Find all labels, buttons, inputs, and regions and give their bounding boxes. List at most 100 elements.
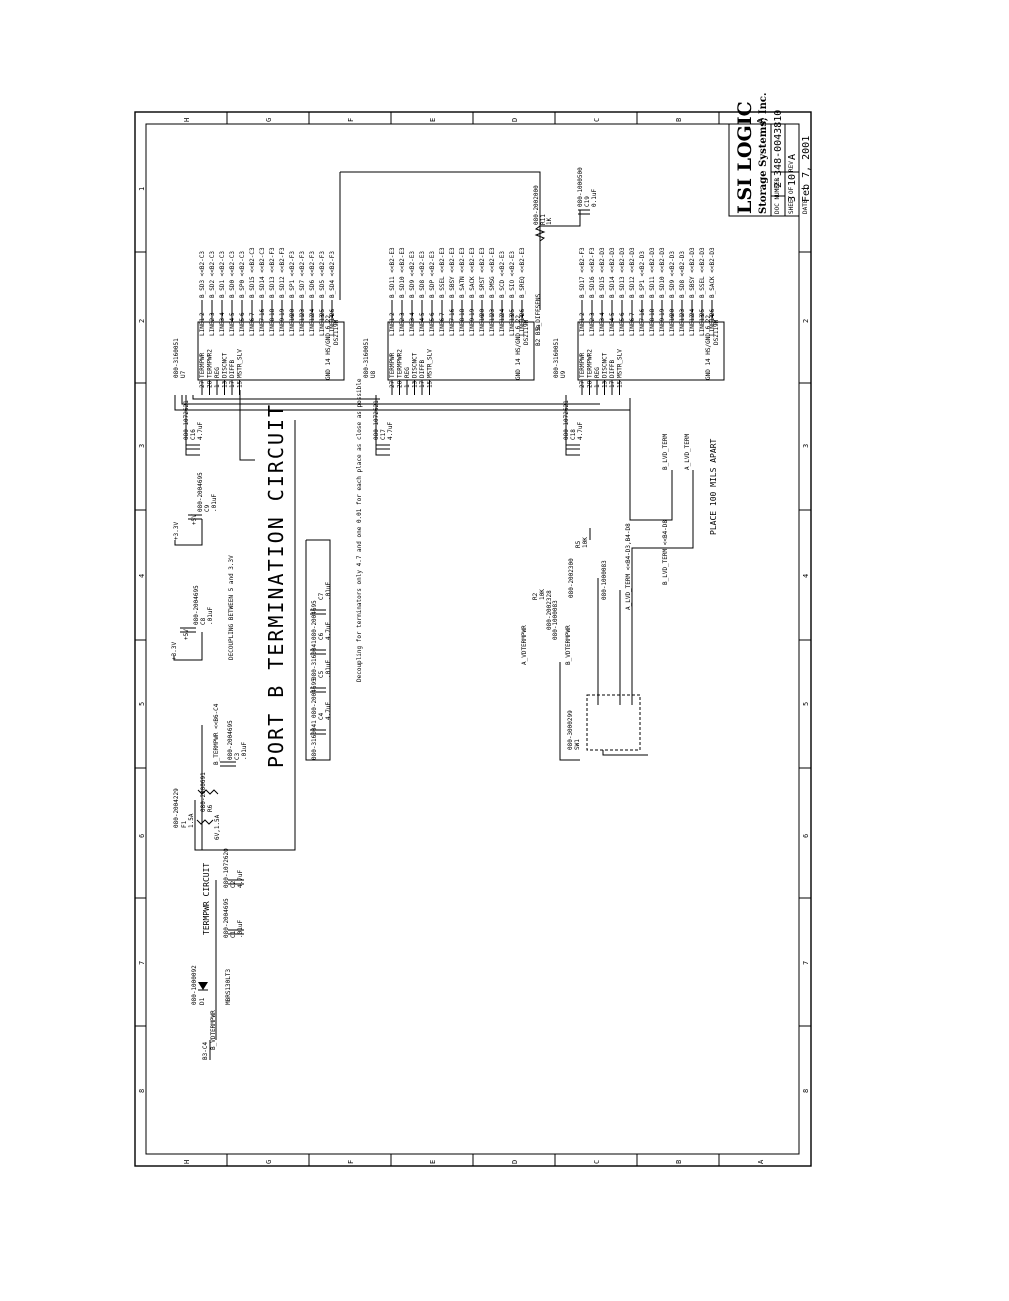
place-note: PLACE 100 MILS APART	[709, 438, 718, 535]
sw-diode-1: 080-1000083	[552, 600, 559, 640]
chip-line-pin-name: LINE14	[519, 314, 526, 336]
zone-number-right: 2	[802, 319, 810, 323]
chip-cap-value: 4.7uF	[197, 422, 204, 440]
zone-letter-top: E	[429, 118, 437, 122]
zone-letter-bottom: A	[757, 1159, 765, 1164]
chip-net-label: B_SD11 <<B2-E3	[389, 247, 396, 298]
chip-left-pin-name: DISCNCT	[222, 352, 229, 378]
chip-line-pin-name: LINE4	[419, 318, 426, 336]
r5-ref: R5	[575, 540, 582, 548]
diffsens-net: B_DIFFSENS	[535, 293, 542, 330]
zone-number-left: 2	[138, 319, 146, 323]
chip-line-pin-name: LINE7	[449, 318, 456, 336]
zone-number-left: 3	[138, 444, 146, 448]
chip-net-label: B_SD9 <<B2-D3	[669, 251, 676, 298]
chip-left-pin-name: REG	[404, 367, 411, 378]
chip-gnd: GND 14 HS/GND 6 22	[705, 315, 712, 380]
svg-text:C2: C2	[230, 880, 237, 888]
chip-line-pin-name: LINE1	[579, 318, 586, 336]
chip-line-pin-name: LINE13	[319, 314, 326, 336]
chip-part-number: 080-3160051	[553, 338, 560, 378]
svg-text:.01uF: .01uF	[207, 607, 214, 625]
svg-text:080-2002000: 080-2002000	[533, 185, 540, 225]
chip-line-pin-name: LINE12	[499, 314, 506, 336]
vdtermpwr-net: B_VDTERMPWR	[210, 1010, 217, 1050]
a-vdtermpwr: A_VDTERMPWR	[521, 625, 528, 665]
dec-cap-part: 080-3160041	[311, 640, 318, 680]
chip-left-pin-name: DISCNCT	[602, 352, 609, 378]
zone-letter-bottom: F	[347, 1160, 355, 1164]
chip-net-label: B_SD10 <<B2-D3	[659, 247, 666, 298]
main-heading: PORT B TERMINATION CIRCUIT	[264, 403, 288, 768]
svg-text:MBRS130LT3: MBRS130LT3	[225, 968, 232, 1005]
chip-line-pin-name: LINE13	[509, 314, 516, 336]
company-logo: LSI LOGIC	[734, 101, 756, 214]
chip-left-pin-name: TERMPWR2	[397, 349, 404, 378]
lvd-a-term: A_LVD_TERM	[684, 433, 691, 470]
svg-text:080-2004695: 080-2004695	[193, 585, 200, 625]
fuse-block: 080-2004229 F1 1.5A 080-2000691 R6 6V,1.…	[173, 772, 221, 840]
cap-33-block: +3.3V +5V 080-2004695 C9 .01uF	[173, 472, 218, 546]
zone-letter-bottom: C	[593, 1160, 601, 1164]
top-resistor: 080-2002000 R11 1K	[533, 185, 553, 242]
r5-val: 10K	[582, 537, 589, 548]
svg-text:0.1uF: 0.1uF	[591, 189, 598, 207]
company-subtitle: Storage Systems, Inc.	[758, 93, 769, 214]
zone-letter-top: C	[593, 118, 601, 122]
sheet-total: 10	[787, 174, 798, 186]
r5-part: 080-2002300	[568, 558, 575, 598]
chip-line-pin-name: LINE8	[459, 318, 466, 336]
chip-line-pin-name: LINE8	[649, 318, 656, 336]
chip-line-pin-name: LINE2	[209, 318, 216, 336]
zone-number-right: 4	[802, 574, 810, 578]
chip-cap-ref: C16	[190, 429, 197, 440]
svg-text:1K: 1K	[546, 217, 553, 225]
zone-number-left: 7	[138, 961, 146, 965]
chip-body	[577, 321, 725, 381]
chip-net-label: B_SD0 <<B2-C3	[229, 251, 236, 298]
chip-net-label: B_SSEL <<B2-D3	[699, 247, 706, 298]
svg-text:.01uF: .01uF	[241, 742, 248, 760]
svg-text:080-2004695: 080-2004695	[197, 472, 204, 512]
chip-line-pin-name: LINE11	[679, 314, 686, 336]
c1-block: 080-2004695 C1 .01uF	[223, 898, 244, 938]
dec-cap-value: 4.7uF	[325, 702, 332, 720]
zone-letter-bottom: D	[511, 1160, 519, 1164]
diffsens-ref: B2 B5a	[535, 324, 542, 346]
svg-text:6V,1.5A: 6V,1.5A	[214, 814, 221, 840]
svg-text:C8: C8	[200, 617, 207, 625]
chip-gnd: GND 14 HS/GND 6 22	[325, 315, 332, 380]
svg-text:R11: R11	[540, 214, 547, 225]
chip-net-label: B_SACK <<B2-D3	[709, 247, 716, 298]
zone-letter-top: G	[265, 118, 273, 122]
chip-net-label: B_SD7 <<B2-F3	[299, 251, 306, 298]
zone-letter-top: D	[511, 118, 519, 122]
switch-sw1: 080-3000299 SW1	[567, 694, 641, 751]
chip-net-label: B_SD10 <<B2-E3	[399, 247, 406, 298]
cap-5-block: +3.3V +5V 080-2004695 C8 .01uF	[171, 585, 214, 661]
chip-line-pin-name: LINE1	[199, 318, 206, 336]
chip-net-label: B_SATN <<B2-E3	[459, 247, 466, 298]
zone-letter-top: B	[675, 118, 683, 122]
zone-letter-bottom: G	[265, 1160, 273, 1164]
chip-left-pin-name: REG	[594, 367, 601, 378]
chip-net-label: B_SD3 <<B2-C3	[199, 251, 206, 298]
chip-refdes: U9	[560, 370, 567, 378]
dec-cap-ref: C5	[318, 670, 325, 678]
chip-net-label: B_SACK <<B2-E3	[469, 247, 476, 298]
chip-line-pin-name: LINE7	[639, 318, 646, 336]
chip-net-label: B_SCD <<B2-E3	[499, 251, 506, 298]
chip-line-pin-name: LINE10	[669, 314, 676, 336]
svg-text:+5V: +5V	[183, 629, 190, 640]
zone-number-right: 7	[802, 961, 810, 965]
chip-line-pin-name: LINE3	[219, 318, 226, 336]
chip-line-pin-name: LINE4	[229, 318, 236, 336]
zone-number-right: 5	[802, 702, 810, 706]
chip-refdes: U7	[180, 370, 187, 378]
dec-cap-value: .01uF	[325, 660, 332, 678]
